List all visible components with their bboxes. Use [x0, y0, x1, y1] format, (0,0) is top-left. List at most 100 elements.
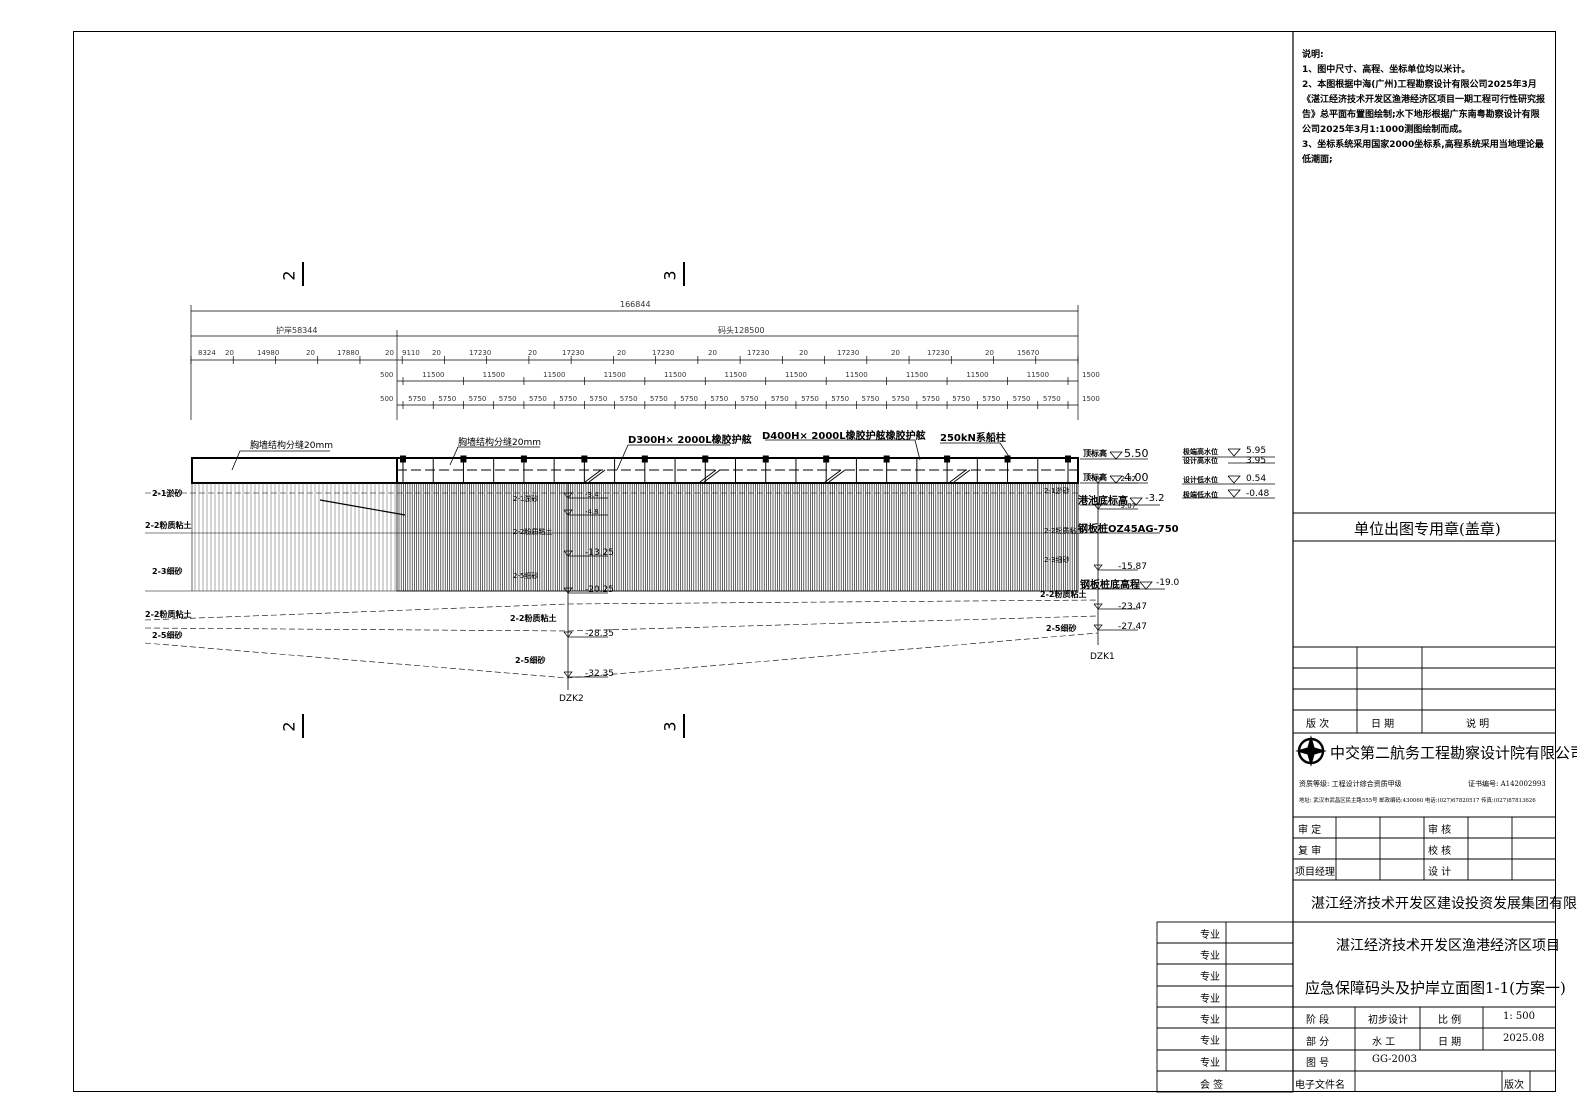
- top-elev-value: 5.50: [1124, 447, 1149, 460]
- dim-row3-8: 17230: [469, 349, 492, 357]
- elevation-triangle-icon: [1093, 603, 1103, 610]
- water-level-4-value: -0.48: [1246, 489, 1270, 499]
- bollard-icon: [520, 455, 527, 463]
- dim-row3-0: 8324: [198, 349, 216, 357]
- dredge-label: 港池底标高: [1078, 496, 1128, 507]
- dim-row4-4: 11500: [664, 371, 687, 379]
- date-label: 日 期: [1438, 1037, 1462, 1048]
- revetment-pile-hatch: [194, 483, 396, 591]
- dim-row4-left: 500: [380, 371, 394, 379]
- drawing-no-value: GG-2003: [1372, 1054, 1417, 1065]
- deck-elev-value: 4.00: [1124, 471, 1149, 484]
- fender-mark: [584, 469, 602, 483]
- rev-header-desc: 说 明: [1466, 719, 1490, 730]
- note-item-3: 3、坐标系统采用国家2000坐标系,高程系统采用当地理论最低潮面;: [1302, 140, 1544, 165]
- stage-label: 阶 段: [1306, 1015, 1330, 1026]
- dim-row3-11: 20: [617, 349, 626, 357]
- dzk2-layer-3: 2-5细砂: [513, 572, 539, 580]
- wharf-bay-posts: [400, 455, 1071, 483]
- dim-row3-12: 17230: [652, 349, 675, 357]
- pile-bottom-value: -19.0: [1156, 578, 1180, 588]
- fender-label-1: D300H× 2000L橡胶护舷: [628, 435, 752, 446]
- dim-row3-17: 20: [891, 349, 900, 357]
- dim-row3-3: 20: [306, 349, 315, 357]
- dim-row5-9: 5750: [680, 395, 698, 403]
- dzk1-elev-3: -15.87: [1118, 562, 1148, 572]
- note-item-2: 2、本图根据中海(广州)工程勘察设计有限公司2025年3月《湛江经济技术开发区渔…: [1302, 80, 1546, 135]
- dzk1-name: DZK1: [1090, 652, 1115, 662]
- rev-label: 版次: [1504, 1080, 1524, 1091]
- address: 地址: 武汉市武昌区民主路555号 邮政编码:430060 电话:(027)67…: [1299, 798, 1536, 804]
- dim-row5-21: 5750: [1042, 395, 1061, 403]
- dim-row3-10: 17230: [562, 349, 585, 357]
- dimension-lines: [190, 305, 1079, 420]
- elevation-symbols: [1080, 448, 1275, 590]
- dzk2-layer-2: 2-2粉质粘土: [513, 528, 553, 536]
- elevation-triangle-icon: [1093, 477, 1103, 484]
- dim-row5-17: 5750: [921, 395, 940, 403]
- water-level-3-value: 0.54: [1246, 474, 1267, 484]
- elevation-triangle-icon: [563, 587, 573, 594]
- elevation-triangle-icon: [563, 550, 573, 557]
- discipline-2: 专业: [1200, 951, 1220, 962]
- bollard-icon: [1065, 455, 1071, 463]
- water-level-2-label: 设计高水位: [1183, 457, 1218, 465]
- discipline-6: 专业: [1200, 1036, 1220, 1047]
- section-marker-3-top: 3: [660, 270, 680, 281]
- fender-mark: [828, 469, 846, 483]
- company-name: 中交第二航务工程勘察设计院有限公司: [1330, 744, 1577, 762]
- fender-mark: [824, 469, 842, 483]
- bollard-icon: [460, 455, 467, 463]
- dim-row5-20: 5750: [1012, 395, 1031, 403]
- joint-label-1: 胸墙结构分缝20mm: [250, 441, 333, 451]
- discipline-1: 专业: [1200, 930, 1220, 941]
- bollard-icon: [823, 455, 830, 463]
- dim-row4-7: 11500: [845, 371, 868, 379]
- discipline-5: 专业: [1200, 1015, 1220, 1026]
- section-marker-2-top: 2: [279, 270, 299, 281]
- drawing-title: 应急保障码头及护岸立面图1-1(方案一): [1305, 979, 1566, 997]
- dzk1-layer-1: 2-1淤砂: [1044, 487, 1070, 495]
- cert-no: 证书编号: A142002993: [1468, 780, 1546, 788]
- dim-row4-9: 11500: [966, 371, 989, 379]
- dzk1-elev-2: -9.07: [1118, 502, 1137, 510]
- dzk2-name: DZK2: [559, 694, 584, 704]
- date-value: 2025.08: [1503, 1033, 1545, 1044]
- efile-label: 电子文件名: [1295, 1080, 1345, 1091]
- scale-value: 1: 500: [1503, 1011, 1535, 1022]
- section-marker-3-bottom: 3: [660, 721, 680, 732]
- annotation-leaders: [231, 439, 1011, 471]
- dim-row5-13: 5750: [801, 395, 819, 403]
- discipline-7: 专业: [1200, 1058, 1220, 1069]
- fender-mark: [699, 469, 717, 483]
- dzk2-layer-5: 2-5细砂: [515, 656, 546, 665]
- elevation-triangle-icon: [563, 509, 573, 516]
- dim-row4-2: 11500: [543, 371, 566, 379]
- elevation-triangle-icon: [1093, 624, 1103, 631]
- dim-row5-10: 5750: [710, 395, 729, 403]
- dim-row5-6: 5750: [589, 395, 608, 403]
- dim-row5-1: 5750: [438, 395, 457, 403]
- dim-row3-7: 20: [432, 349, 441, 357]
- notes-title: 说明:: [1302, 50, 1324, 60]
- dim-row4-10: 11500: [1026, 371, 1050, 379]
- dim-row5-12: 5750: [770, 395, 789, 403]
- bollard-icon: [641, 455, 648, 463]
- company-logo-icon: [1295, 735, 1327, 767]
- discipline-4: 专业: [1200, 994, 1220, 1005]
- bollard-label: 250kN系船柱: [940, 433, 1006, 444]
- pile-bottom-label: 钢板桩底高程: [1080, 580, 1140, 591]
- fender-mark: [953, 469, 971, 483]
- soil-left-4: 2-2粉质粘土: [145, 610, 192, 619]
- dim-row5-5: 5750: [559, 395, 578, 403]
- fender-label-2: D400H× 2000L橡胶护舷橡胶护舷: [762, 431, 926, 442]
- dim-row3-18: 17230: [927, 349, 950, 357]
- scale-label: 比 例: [1438, 1015, 1462, 1026]
- dim-row3-16: 17230: [837, 349, 860, 357]
- stage-value: 初步设计: [1368, 1015, 1408, 1026]
- water-level-1-label: 极端高水位: [1183, 448, 1218, 456]
- fender-mark: [949, 469, 967, 483]
- section-cut-lines: [302, 262, 685, 738]
- drawing-no-label: 图 号: [1306, 1058, 1330, 1069]
